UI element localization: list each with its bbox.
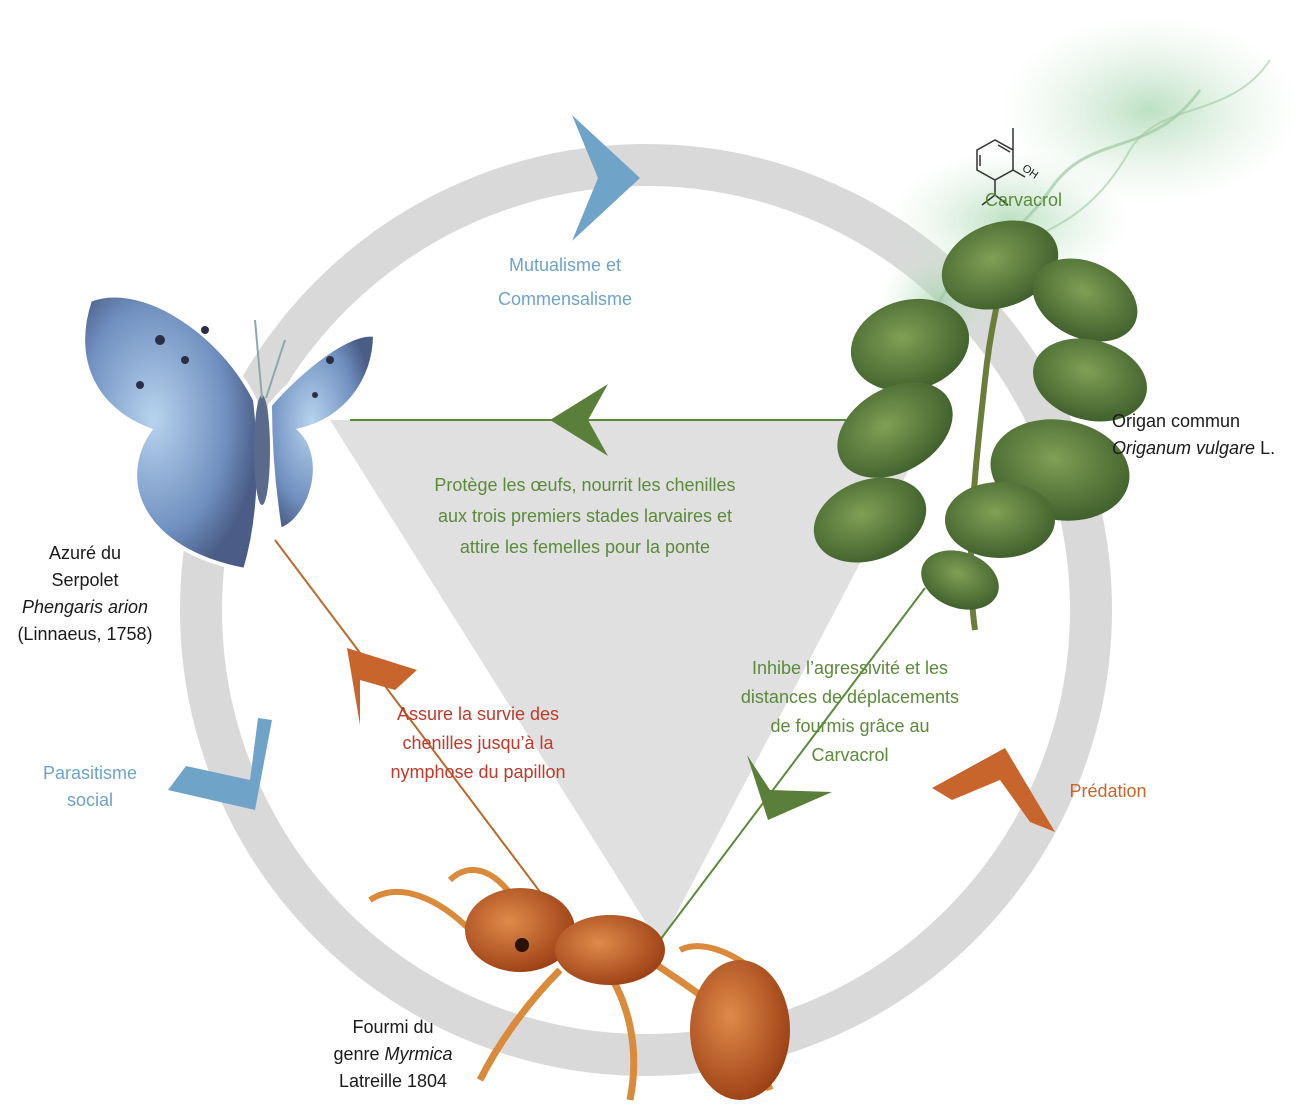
plant-scientific-name: Origanum vulgare L. [1112,435,1312,462]
atb-line3: nymphose du papillon [358,758,598,787]
butterfly-scientific-name: Phengaris arion [22,597,148,617]
ant-label: Fourmi du genre Myrmica Latreille 1804 [318,1014,468,1095]
butterfly-line1: Azuré du [0,540,170,567]
mutualism-label: Mutualisme et Commensalisme [445,252,685,313]
plant-author: L. [1255,438,1275,458]
ptb-line1: Protège les œufs, nourrit les chenilles [385,470,785,501]
predation-text: Prédation [1048,778,1168,805]
atb-line2: chenilles jusqu’à la [358,729,598,758]
ant-to-butterfly-label: Assure la survie des chenilles jusqu’à l… [358,700,598,787]
parasitism-line1: Parasitisme [20,760,160,787]
carvacrol-label: Carvacrol [985,187,1085,214]
pta-line1: Inhibe l’agressivité et les [705,654,995,683]
butterfly-label: Azuré du Serpolet Phengaris arion (Linna… [0,540,170,648]
ptb-line3: attire les femelles pour la ponte [385,532,785,563]
ant-genre-word: genre [333,1044,384,1064]
plant-to-ant-label: Inhibe l’agressivité et les distances de… [705,654,995,770]
parasitism-label: Parasitisme social [20,760,160,814]
butterfly-image [83,296,375,570]
butterfly-line3: Phengaris arion [0,594,170,621]
pta-line2: distances de déplacements [705,683,995,712]
butterfly-line2: Serpolet [0,567,170,594]
ant-line3: Latreille 1804 [318,1068,468,1095]
ptb-line2: aux trois premiers stades larvaires et [385,501,785,532]
plant-common-name: Origan commun [1112,408,1312,435]
butterfly-line4: (Linnaeus, 1758) [0,621,170,648]
parasitism-line2: social [20,787,160,814]
plant-genus-species: Origanum vulgare [1112,438,1255,458]
carvacrol-text: Carvacrol [985,187,1085,214]
ant-line2: genre Myrmica [318,1041,468,1068]
pta-line3: de fourmis grâce au [705,712,995,741]
atb-line1: Assure la survie des [358,700,598,729]
plant-to-butterfly-label: Protège les œufs, nourrit les chenilles … [385,470,785,563]
ant-line1: Fourmi du [318,1014,468,1041]
ant-genus: Myrmica [385,1044,453,1064]
mutualism-line2: Commensalisme [445,286,685,313]
mutualism-line1: Mutualisme et [445,252,685,279]
predation-label: Prédation [1048,778,1168,805]
plant-label: Origan commun Origanum vulgare L. [1112,408,1312,462]
pta-line4: Carvacrol [705,741,995,770]
